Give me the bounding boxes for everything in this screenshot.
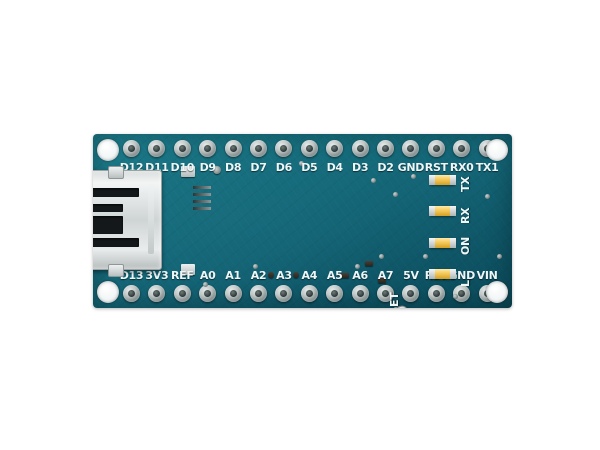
pin-label-a6: A6 <box>352 270 368 281</box>
pad-d8[interactable] <box>225 140 242 157</box>
mounting-hole-bottom-right <box>486 281 508 303</box>
led-l <box>430 269 455 279</box>
pin-label-a4: A4 <box>302 270 318 281</box>
pad-gnd[interactable] <box>402 140 419 157</box>
led-tx <box>430 175 455 185</box>
pad-d10[interactable] <box>174 140 191 157</box>
pad-d12[interactable] <box>123 140 140 157</box>
pin-label-5v: 5V <box>403 270 419 281</box>
pad-d6[interactable] <box>275 140 292 157</box>
mounting-hole-top-right <box>486 139 508 161</box>
pad-a3[interactable] <box>275 285 292 302</box>
pad-rx0[interactable] <box>453 140 470 157</box>
pad-a0[interactable] <box>199 285 216 302</box>
pin-label-a5: A5 <box>327 270 343 281</box>
pad-rst[interactable] <box>428 140 445 157</box>
pin-label-rst: RST <box>425 162 448 173</box>
pad-d11[interactable] <box>148 140 165 157</box>
pin-label-a2: A2 <box>251 270 267 281</box>
pin-label-d3: D3 <box>352 162 368 173</box>
pad-d13[interactable] <box>123 285 140 302</box>
pad-d4[interactable] <box>326 140 343 157</box>
arduino-nano-board: D12D11D10D9D8D7D6D5D4D3D2GNDRSTRX0TX1 D1… <box>93 134 512 308</box>
usb-side-rail <box>148 184 154 254</box>
pad-d5[interactable] <box>301 140 318 157</box>
pin-label-d9: D9 <box>200 162 216 173</box>
pad-a4[interactable] <box>301 285 318 302</box>
mounting-hole-bottom-left <box>97 281 119 303</box>
usb-slot <box>93 216 123 234</box>
led-on <box>430 238 455 248</box>
pin-label-vin: VIN <box>477 270 498 281</box>
led-label-on: ON <box>460 237 471 255</box>
usb-mount-tab <box>108 264 124 277</box>
pin-label-rx0: RX0 <box>450 162 474 173</box>
smd-capacitor <box>268 272 274 278</box>
pin-label-d5: D5 <box>301 162 317 173</box>
usb-slot <box>93 238 139 247</box>
pad-d3[interactable] <box>352 140 369 157</box>
pad-d7[interactable] <box>250 140 267 157</box>
pin-label-d4: D4 <box>327 162 343 173</box>
pad-a5[interactable] <box>326 285 343 302</box>
smd-resistor <box>365 261 373 266</box>
usb-slot <box>93 188 139 197</box>
pad-d9[interactable] <box>199 140 216 157</box>
pad-3v3[interactable] <box>148 285 165 302</box>
pin-label-d6: D6 <box>276 162 292 173</box>
pin-label-3v3: 3V3 <box>145 270 168 281</box>
pin-label-d8: D8 <box>225 162 241 173</box>
smd-capacitor <box>293 272 299 278</box>
pin-label-a7: A7 <box>378 270 394 281</box>
reset-silkscreen-label: RESET <box>389 293 400 308</box>
pin-label-a1: A1 <box>225 270 241 281</box>
led-label-tx: TX <box>460 177 471 192</box>
pin-label-gnd: GND <box>398 162 424 173</box>
mounting-hole-top-left <box>97 139 119 161</box>
led-rx <box>430 206 455 216</box>
pin-label-a0: A0 <box>200 270 216 281</box>
mini-usb-connector[interactable] <box>93 170 162 270</box>
pad-rst[interactable] <box>428 285 445 302</box>
pin-label-d10: D10 <box>171 162 195 173</box>
pad-a6[interactable] <box>352 285 369 302</box>
led-label-l: L <box>460 280 471 287</box>
usb-slot <box>93 204 123 212</box>
pad-a1[interactable] <box>225 285 242 302</box>
pin-label-d7: D7 <box>250 162 266 173</box>
pad-a2[interactable] <box>250 285 267 302</box>
pin-label-tx1: TX1 <box>476 162 499 173</box>
pin-label-a3: A3 <box>276 270 292 281</box>
pin-label-d2: D2 <box>377 162 393 173</box>
pad-d2[interactable] <box>377 140 394 157</box>
pin-label-ref: REF <box>171 270 194 281</box>
usb-solder-pins <box>193 186 211 220</box>
led-label-rx: RX <box>460 208 471 224</box>
pad-5v[interactable] <box>402 285 419 302</box>
pad-ref[interactable] <box>174 285 191 302</box>
usb-mount-tab <box>108 166 124 179</box>
